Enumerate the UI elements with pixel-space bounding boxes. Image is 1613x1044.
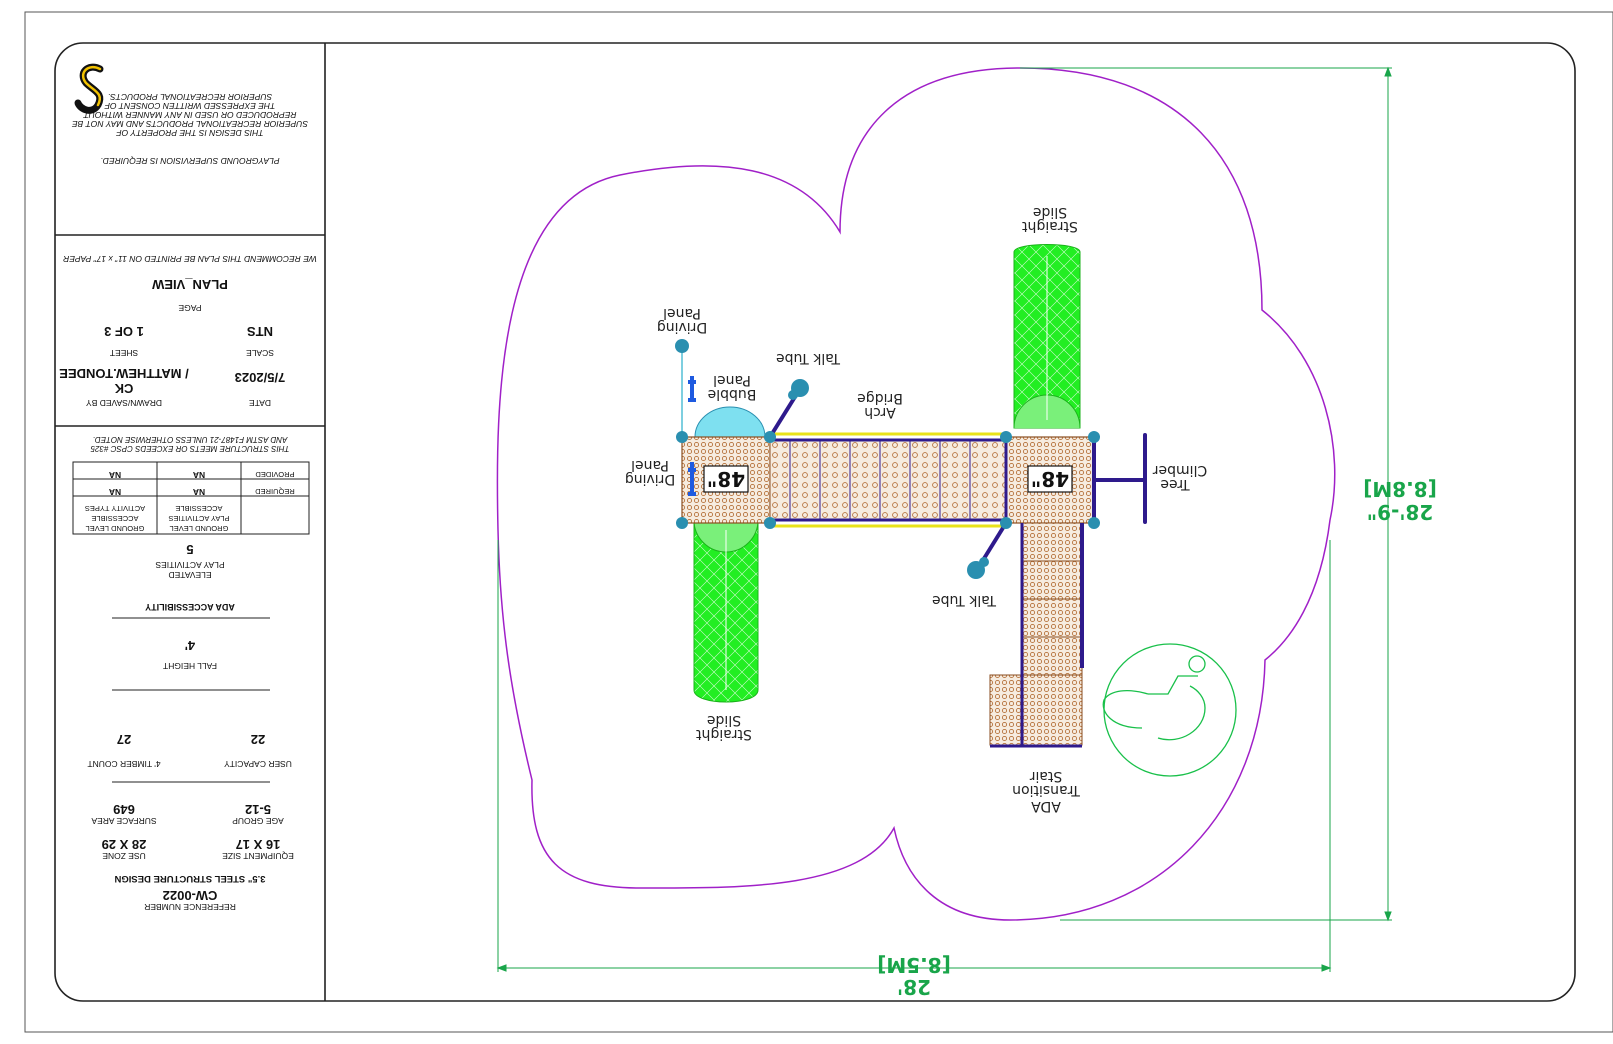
notice-line-1: PLAYGROUND SUPERVISION IS REQUIRED. (100, 156, 279, 166)
company-logo-icon (74, 63, 104, 114)
user-capacity-label: USER CAPACITY (224, 759, 292, 769)
notice-line-5: THE EXPRESSED WRITTEN CONSENT OF (104, 101, 275, 111)
driving-panel-top-label-1: Driving (657, 319, 707, 335)
surface-area-label: SURFACE AREA (91, 816, 157, 826)
scale-value: NTS (247, 324, 273, 339)
fall-height-label: FALL HEIGHT (163, 661, 217, 671)
design-title: 3.5" STEEL STRUCTURE DESIGN (114, 873, 265, 884)
talk-tube-top (768, 379, 809, 439)
bubble-panel-label-1: Bubble (708, 386, 757, 402)
user-capacity-value: 22 (251, 732, 265, 747)
tree-climber-label-2: Climber (1153, 462, 1208, 478)
driving-panel-mid-label-2: Panel (631, 457, 669, 473)
col1-line1: GROUND LEVEL (170, 524, 229, 533)
col2-line3: ACTIVITY TYPES (85, 504, 145, 513)
compliance-line-1: THIS STRUCTURE MEETS OR EXCEEDS CPSC #32… (90, 444, 289, 453)
height-ft: 28'-9" (1367, 500, 1434, 524)
fall-height-value: 4' (185, 638, 195, 653)
driving-panel-top (675, 339, 689, 437)
scale-label: SCALE (246, 348, 274, 358)
talk-tube-top-label: Talk Tube (776, 350, 841, 366)
timber-count-value: 27 (117, 732, 131, 747)
steering-wheel-icon (688, 376, 696, 496)
notice-line-3: SUPERIOR RECREATIONAL PRODUCTS AND MAY N… (72, 119, 308, 129)
provided-2: NA (109, 470, 121, 480)
use-zone-label: USE ZONE (102, 851, 146, 861)
drawing-border (24, 11, 1613, 1033)
col1-line3: ACCESSIBLE (175, 504, 222, 513)
compliance-line-2: AND ASTM F1487-21 UNLESS OTHERWISE NOTED… (93, 435, 289, 444)
equipment-size-label: EQUIPMENT SIZE (222, 851, 294, 861)
page-label: PAGE (178, 303, 201, 313)
ada-stair-label-1: ADA (1031, 798, 1061, 814)
elevated-value: 5 (186, 542, 193, 557)
drawn-label: DRAWN/SAVED BY (86, 398, 162, 408)
arch-bridge (769, 432, 1007, 528)
print-note: WE RECOMMEND THIS PLAN BE PRINTED ON 11"… (63, 254, 317, 264)
bubble-panel-label-2: Panel (713, 372, 751, 388)
elevated-label-2: PLAY ACTIVITIES (155, 560, 224, 570)
deck-right-height: 48" (1031, 467, 1069, 491)
col2-line1: GROUND LEVEL (86, 524, 145, 533)
straight-slide-bottom (693, 519, 759, 703)
sheet-border (54, 42, 1576, 1002)
notice-line-4: REPRODUCED OR USED IN ANY MANNER WITHOUT (83, 110, 297, 120)
arch-bridge-label-1: Arch (864, 404, 896, 420)
drawn-value-1: CK (114, 381, 133, 396)
wheelchair-icon (1102, 643, 1237, 777)
use-zone-outline (496, 67, 1336, 921)
accessibility-table: PROVIDED REQUIRED NA NA NA NA GROUND LEV… (72, 461, 310, 535)
reference-number: CW-0022 (163, 888, 218, 903)
width-dimension (496, 540, 1332, 972)
tree-climber (1092, 433, 1147, 524)
notice-line-6: SUPERIOR RECREATIONAL PRODUCTS. (108, 92, 273, 102)
surface-area-value: 649 (113, 802, 135, 817)
required-2: NA (109, 487, 121, 497)
slide-bottom-label-2: Slide (707, 712, 741, 728)
use-zone-value: 28 X 29 (102, 837, 147, 852)
date-value: 7/5/2023 (235, 370, 286, 385)
width-m: [8.5M] (877, 953, 951, 977)
width-ft: 28' (897, 975, 931, 999)
driving-panel-mid-label-1: Driving (625, 471, 675, 487)
page-value: PLAN_VIEW (151, 277, 228, 292)
posts (676, 431, 1100, 529)
tree-climber-label-1: Tree (1160, 476, 1190, 492)
component-labels: Straight Slide Straight Slide Driving Pa… (625, 204, 1207, 814)
slide-bottom-label-1: Straight (696, 726, 752, 742)
provided-1: NA (193, 470, 205, 480)
drawn-value-2: / MATTHEW.TONDEE (59, 366, 189, 381)
bubble-panel-dome (694, 406, 766, 438)
deck-left-height: 48" (707, 467, 745, 491)
reference-label: REFERENCE NUMBER (144, 902, 236, 912)
title-block: PLAYGROUND SUPERVISION IS REQUIRED. THIS… (55, 63, 325, 912)
row-provided-label: PROVIDED (255, 470, 295, 479)
notice-line-2: THIS DESIGN IS THE PROPERTY OF (116, 128, 264, 138)
talk-tube-bottom (967, 521, 1008, 579)
ada-stair-label-2: Transition (1012, 782, 1081, 798)
age-group-label: AGE GROUP (232, 816, 284, 826)
timber-count-label: 4' TIMBER COUNT (87, 759, 160, 769)
equipment-size-value: 16 X 17 (236, 837, 281, 852)
arch-bridge-label-2: Bridge (857, 390, 903, 406)
straight-slide-top (1013, 244, 1081, 429)
col2-line2: ACCESSIBLE (91, 514, 138, 523)
slide-top-label-2: Slide (1033, 204, 1067, 220)
height-dimension (1020, 66, 1392, 922)
sheet-value: 1 OF 3 (104, 324, 144, 339)
driving-panel-top-label-2: Panel (663, 305, 701, 321)
height-m: [8.8M] (1363, 477, 1437, 501)
talk-tube-bottom-label: Talk Tube (932, 592, 997, 608)
required-1: NA (193, 487, 205, 497)
age-group-value: 5-12 (245, 802, 271, 817)
elevated-label-1: ELEVATED (168, 570, 211, 580)
slide-top-label-1: Straight (1022, 218, 1078, 234)
row-required-label: REQUIRED (255, 487, 295, 496)
col1-line2: PLAY ACTIVITIES (169, 514, 230, 523)
date-label: DATE (249, 398, 271, 408)
ada-transition-stair (989, 522, 1084, 748)
ada-heading: ADA ACCESSIBILITY (145, 602, 235, 612)
sheet-label: SHEET (110, 348, 138, 358)
ada-stair-label-3: Stair (1029, 768, 1062, 784)
